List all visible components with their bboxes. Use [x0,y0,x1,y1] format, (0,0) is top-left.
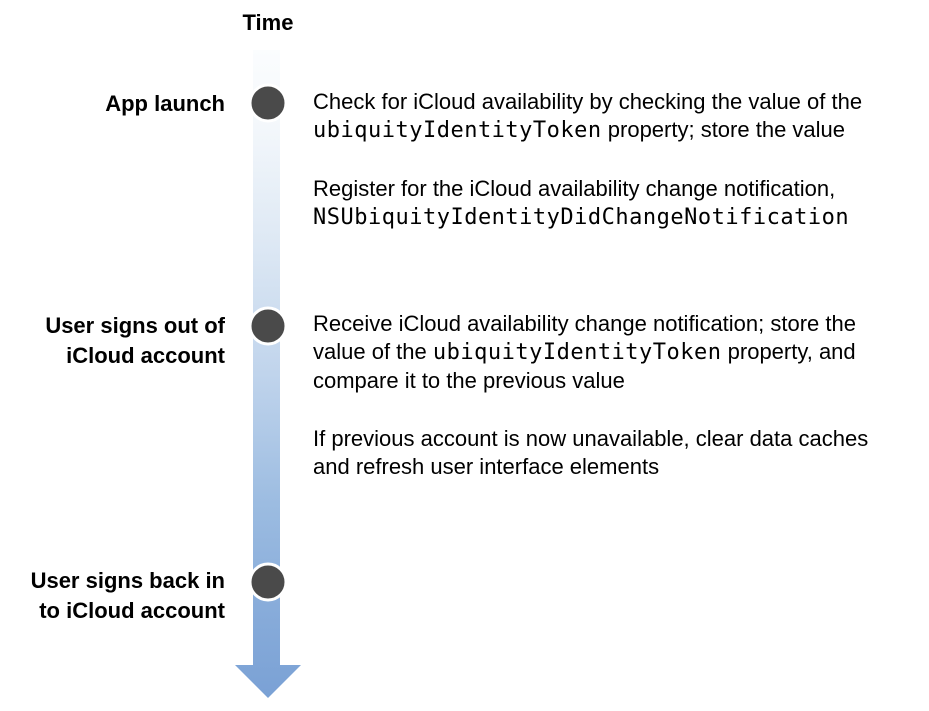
event-label-sign-out: User signs out of iCloud account [0,311,225,371]
event-label-line: User signs back in [30,568,225,593]
description-text: If previous account is now unavailable, … [313,426,869,451]
timeline-bar [253,50,280,665]
description-paragraph: If previous account is now unavailable, … [313,425,928,481]
description-text: property; store the value [601,117,846,142]
event-label-line: to iCloud account [39,598,225,623]
event-label-line: iCloud account [66,343,225,368]
timeline-arrow-icon [235,665,301,698]
timeline-node-sign-back-in [248,562,288,602]
description-text: and refresh user interface elements [313,454,660,479]
event-label-sign-back-in: User signs back in to iCloud account [0,566,225,626]
description-text: Receive iCloud availability change notif… [313,311,856,336]
code-ubiquity-identity-token: ubiquityIdentityToken [432,340,722,365]
timeline-axis [235,50,301,698]
event-description-app-launch: Check for iCloud availability by checkin… [313,88,928,262]
timeline-node-app-launch [248,83,288,123]
description-paragraph: Check for iCloud availability by checkin… [313,88,928,145]
description-paragraph: Register for the iCloud availability cha… [313,175,928,232]
code-ubiquity-identity-token: ubiquityIdentityToken [313,118,602,143]
time-axis-label: Time [242,10,294,35]
event-label-line: App launch [105,91,225,116]
description-text: Register for the iCloud availability cha… [313,176,836,201]
event-label-app-launch: App launch [0,89,225,119]
description-text: value of the [313,339,433,364]
event-description-sign-out: Receive iCloud availability change notif… [313,310,928,511]
timeline-node-sign-out [248,306,288,346]
description-paragraph: Receive iCloud availability change notif… [313,310,928,395]
event-label-line: User signs out of [45,313,225,338]
description-text: property, and [721,339,856,364]
code-nsubiquity-did-change-notification: NSUbiquityIdentityDidChangeNotification [313,205,850,230]
description-text: Check for iCloud availability by checkin… [313,89,863,114]
description-text: compare it to the previous value [313,368,625,393]
